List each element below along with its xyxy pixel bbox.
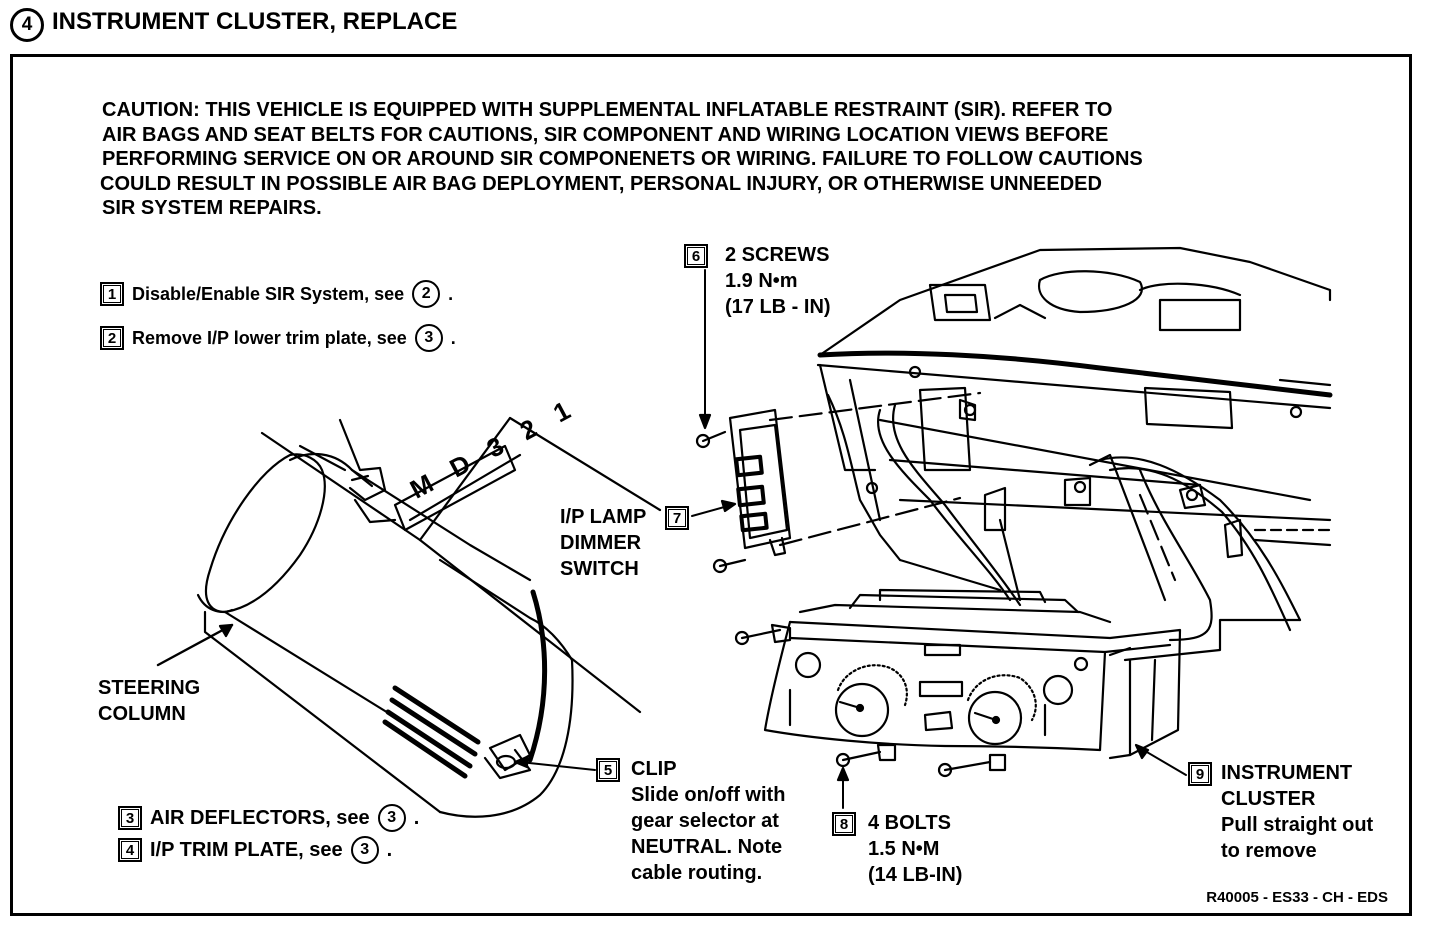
caution-line: SIR SYSTEM REPAIRS. <box>102 197 322 220</box>
reference-code: R40005 - ES33 - CH - EDS <box>1206 889 1388 906</box>
instrument-panel-illustration <box>768 246 1333 662</box>
step-1-number: 1 <box>100 282 124 306</box>
caution-text: CAUTION: THIS VEHICLE IS EQUIPPED WITH S… <box>100 98 1302 221</box>
caution-line: AIR BAGS AND SEAT BELTS FOR CAUTIONS, SI… <box>102 123 1109 146</box>
step-4-number: 4 <box>118 838 142 862</box>
callout-clip: CLIP Slide on/off with gear selector at … <box>631 756 785 886</box>
step-number: 4 <box>21 14 33 35</box>
step-number-circle: 4 <box>10 8 44 42</box>
callout-bolts: 4 BOLTS 1.5 N•M (14 LB-IN) <box>868 810 962 888</box>
callout-line: gear selector at <box>631 810 779 832</box>
step-2-tail: . <box>450 327 456 348</box>
caution-line: PERFORMING SERVICE ON OR AROUND SIR COMP… <box>102 148 1143 171</box>
callout-cluster-number: 9 <box>1188 762 1212 786</box>
step-2: 2 Remove I/P lower trim plate, see 3 . <box>100 324 456 352</box>
callout-line: Slide on/off with <box>631 784 786 806</box>
callout-line: CLIP <box>631 758 677 780</box>
callout-8-box: 8 <box>832 812 856 836</box>
step-4-ref: 3 <box>350 836 379 864</box>
step-1: 1 Disable/Enable SIR System, see 2 . <box>100 280 453 308</box>
callout-line: to remove <box>1221 840 1317 862</box>
callout-steering-column: STEERING COLUMN <box>98 675 200 727</box>
callout-line: Pull straight out <box>1221 814 1374 836</box>
instrument-cluster-illustration <box>513 588 1187 809</box>
callout-5-box: 5 <box>596 758 620 782</box>
callout-dimmer-number: 7 <box>665 506 689 530</box>
step-3-number: 3 <box>118 806 142 830</box>
diagram-frame <box>10 54 1412 916</box>
callout-6-box: 6 <box>684 244 708 268</box>
callout-line: COLUMN <box>98 703 186 725</box>
callout-line: 2 SCREWS <box>725 244 830 266</box>
caution-line: COULD RESULT IN POSSIBLE AIR BAG DEPLOYM… <box>100 172 1102 195</box>
page-title: INSTRUMENT CLUSTER, REPLACE <box>52 8 458 35</box>
callout-line: NEUTRAL. Note <box>631 836 783 858</box>
steering-column-illustration <box>156 416 662 818</box>
callout-line: 1.5 N•M <box>868 838 940 860</box>
step-3-text: AIR DEFLECTORS, see <box>150 806 370 829</box>
callout-screws: 2 SCREWS 1.9 N•m (17 LB - IN) <box>725 242 831 320</box>
callout-line: 1.9 N•m <box>725 270 798 292</box>
callout-line: SWITCH <box>560 558 639 580</box>
callout-9-box: 9 <box>1188 762 1212 786</box>
step-2-text: Remove I/P lower trim plate, see <box>132 327 407 348</box>
callout-line: 4 BOLTS <box>868 812 951 834</box>
callout-7-box: 7 <box>665 506 689 530</box>
callout-screws-number: 6 <box>684 244 708 268</box>
step-3-tail: . <box>413 806 420 829</box>
callout-dimmer: I/P LAMP DIMMER SWITCH <box>560 504 646 582</box>
callout-clip-number: 5 <box>596 758 620 782</box>
callout-line: I/P LAMP <box>560 506 647 528</box>
callout-line: DIMMER <box>560 532 642 554</box>
step-4-tail: . <box>386 838 393 861</box>
step-4-text: I/P TRIM PLATE, see <box>150 838 343 861</box>
callout-bolts-number: 8 <box>832 812 856 836</box>
step-1-ref: 2 <box>412 280 441 308</box>
step-4: 4 I/P TRIM PLATE, see 3 . <box>118 836 392 864</box>
caution-line: CAUTION: THIS VEHICLE IS EQUIPPED WITH S… <box>102 99 1113 121</box>
step-1-text: Disable/Enable SIR System, see <box>132 283 405 304</box>
step-2-number: 2 <box>100 326 124 350</box>
step-3: 3 AIR DEFLECTORS, see 3 . <box>118 804 419 832</box>
callout-line: cable routing. <box>631 862 763 884</box>
dimmer-switch-illustration <box>691 269 792 574</box>
callout-line: (17 LB - IN) <box>725 296 831 318</box>
callout-line: INSTRUMENT <box>1221 762 1353 784</box>
step-1-tail: . <box>448 283 454 304</box>
callout-cluster: INSTRUMENT CLUSTER Pull straight out to … <box>1221 760 1373 864</box>
callout-line: STEERING <box>98 677 201 699</box>
callout-line: CLUSTER <box>1221 788 1316 810</box>
callout-line: (14 LB-IN) <box>868 864 963 886</box>
step-2-ref: 3 <box>414 324 443 352</box>
step-3-ref: 3 <box>377 804 406 832</box>
